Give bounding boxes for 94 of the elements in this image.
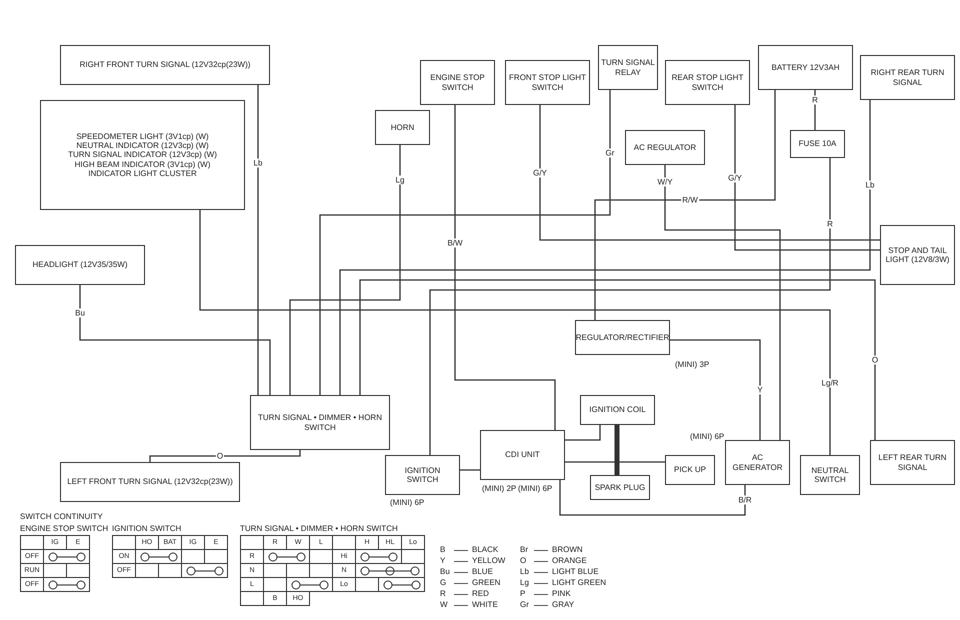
- switch-unit: REAR STOP LIGHT SWITCH: [665, 60, 750, 105]
- wire-color-code: Gr: [604, 148, 616, 157]
- color-name: WHITE: [472, 600, 498, 609]
- color-code: O: [520, 556, 526, 565]
- connector-label: (MINI) 3P: [675, 360, 710, 369]
- turn-signal-lamp: LEFT FRONT TURN SIGNAL (12V32cp(23W)): [60, 462, 240, 502]
- color-name: RED: [472, 589, 489, 598]
- wire: [539, 105, 880, 241]
- color-name: GRAY: [552, 600, 574, 609]
- relay-unit: TURN SIGNAL RELAY: [598, 45, 658, 90]
- wire-color-code: G/Y: [727, 173, 743, 182]
- color-code: Br: [520, 545, 528, 554]
- wire: [454, 105, 556, 430]
- wire: [734, 105, 880, 251]
- wire: [199, 210, 831, 455]
- generator: AC GENERATOR: [725, 440, 790, 485]
- wire-color-code: R: [826, 220, 834, 228]
- wire-color-code: B/R: [737, 496, 753, 504]
- switch-unit: ENGINE STOP SWITCH: [420, 60, 495, 105]
- ignition-coil: IGNITION COIL: [580, 395, 655, 425]
- turn-signal-lamp: LEFT REAR TURN SIGNAL: [870, 440, 955, 485]
- color-name: BLUE: [472, 567, 493, 576]
- wire: [149, 450, 301, 462]
- color-name: LIGHT GREEN: [552, 578, 606, 587]
- wire-color-code: R: [811, 96, 819, 104]
- wire: [289, 145, 401, 395]
- color-code: R: [440, 589, 446, 598]
- wire: [339, 100, 871, 395]
- connector-label: (MINI) 6P: [518, 484, 552, 493]
- wire-color-code: Lb: [864, 180, 876, 190]
- table-title: IGNITION SWITCH: [112, 524, 182, 533]
- color-code: G: [440, 578, 446, 587]
- wire: [257, 85, 259, 395]
- wire: [565, 461, 665, 463]
- cdi-unit: CDI UNIT: [480, 430, 565, 480]
- switch-unit: FRONT STOP LIGHT SWITCH: [505, 60, 590, 105]
- color-code: Gr: [520, 600, 529, 609]
- section-heading: SWITCH CONTINUITY: [20, 512, 103, 521]
- color-name: BLACK: [472, 545, 498, 554]
- wire: [429, 158, 831, 455]
- wire-color-code: W/Y: [656, 178, 674, 186]
- connector-label: (MINI) 2P: [482, 484, 516, 493]
- color-code: Bu: [440, 567, 450, 576]
- color-code: B: [440, 545, 446, 554]
- wire-color-code: O: [870, 356, 880, 364]
- wire: [460, 469, 480, 471]
- wire-color-code: R/W: [681, 196, 699, 204]
- tail-lamp: STOP AND TAIL LIGHT (12V8/3W): [880, 225, 955, 285]
- color-code: Lg: [520, 578, 529, 587]
- horn: HORN: [375, 110, 430, 145]
- indicator-cluster: SPEEDOMETER LIGHT (3V1cp) (W) NEUTRAL INDICATOR (12V3cp) (W) TURN SIGNAL INDICATOR (12V3cp) (W) HIGH BEAM INDICATOR (3V1cp) (W) INDICATOR LIGHT CLUSTER: [40, 100, 245, 210]
- wire-color-code: O: [216, 452, 224, 460]
- color-code: Lb: [520, 567, 529, 576]
- wire: [614, 425, 620, 475]
- color-name: PINK: [552, 589, 571, 598]
- wire: [565, 425, 601, 441]
- color-code: W: [440, 600, 448, 609]
- color-name: YELLOW: [472, 556, 506, 565]
- wire: [814, 90, 816, 130]
- battery: BATTERY 12V3AH: [758, 45, 853, 90]
- wire-color-code: Lb: [252, 158, 264, 167]
- wire-color-code: B/W: [446, 238, 464, 247]
- wire: [359, 279, 876, 440]
- wire: [670, 339, 761, 440]
- wire-color-code: G/Y: [532, 168, 548, 177]
- wire-color-code: Lg/R: [820, 378, 840, 387]
- wire-color-code: Y: [756, 386, 764, 394]
- wire: [319, 90, 611, 395]
- turn-signal-lamp: RIGHT FRONT TURN SIGNAL (12V32cp(23W)): [60, 45, 270, 85]
- wire: [594, 90, 776, 320]
- color-name: ORANGE: [552, 556, 587, 565]
- connector-label: (MINI) 6P: [690, 432, 724, 441]
- table-title: TURN SIGNAL • DIMMER • HORN SWITCH: [240, 524, 398, 533]
- color-code: Y: [440, 556, 446, 565]
- turn-signal-lamp: RIGHT REAR TURN SIGNAL: [860, 55, 955, 100]
- switch-unit: TURN SIGNAL • DIMMER • HORN SWITCH: [250, 395, 390, 450]
- headlight-lamp: HEADLIGHT (12V35/35W): [15, 245, 145, 285]
- color-code: P: [520, 589, 526, 598]
- wire-color-code: Lg: [394, 176, 406, 184]
- fuse: FUSE 10A: [790, 130, 845, 158]
- neutral-switch: NEUTRAL SWITCH: [800, 455, 860, 495]
- wire: [559, 480, 746, 516]
- color-name: BROWN: [552, 545, 583, 554]
- wire: [79, 285, 271, 395]
- color-name: GREEN: [472, 578, 500, 587]
- table-title: ENGINE STOP SWITCH: [20, 524, 108, 533]
- wire: [664, 165, 781, 440]
- wire-color-code: Bu: [74, 308, 86, 317]
- ignition-switch: IGNITION SWITCH: [385, 455, 460, 495]
- pickup-coil: PICK UP: [665, 455, 715, 485]
- regulator-unit: AC REGULATOR: [625, 130, 705, 165]
- color-name: LIGHT BLUE: [552, 567, 599, 576]
- regulator-unit: REGULATOR/RECTIFIER: [575, 320, 670, 355]
- spark-plug: SPARK PLUG: [590, 475, 650, 500]
